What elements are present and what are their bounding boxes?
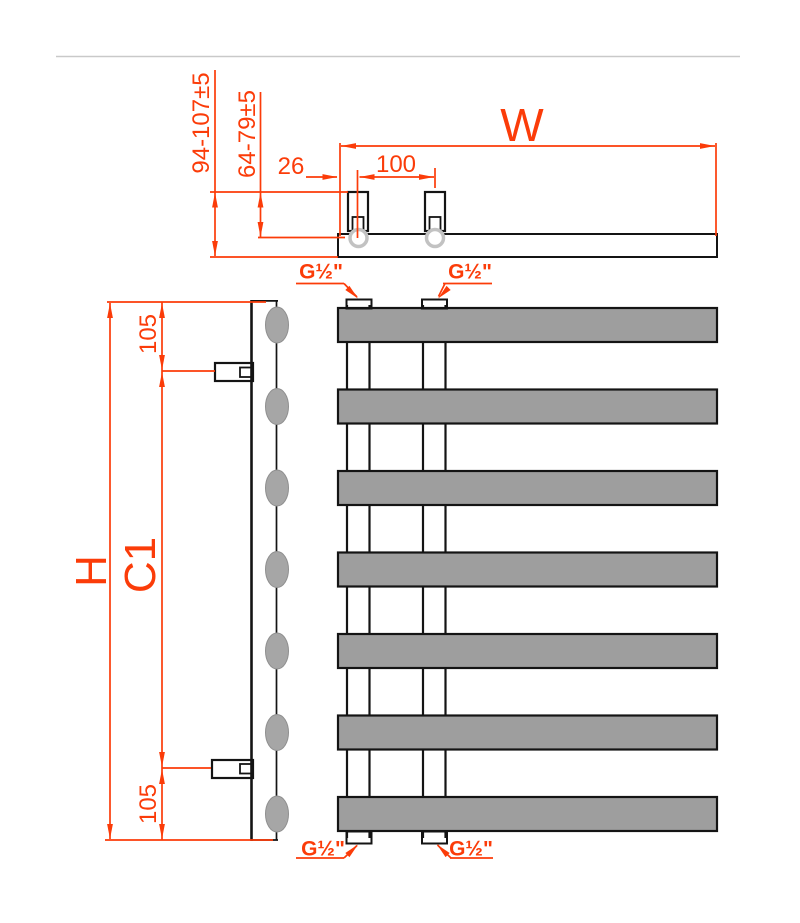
dimension-arrowhead bbox=[257, 192, 264, 208]
stub-bottom-right bbox=[421, 830, 448, 845]
bracket-top-inner bbox=[239, 366, 254, 378]
radiator-panel bbox=[336, 469, 719, 507]
dimension-arrowhead bbox=[257, 222, 264, 237]
dim-label-105-top: 105 bbox=[135, 313, 162, 355]
dim-label-100: 100 bbox=[375, 151, 417, 178]
thread-label-top-left: G½" bbox=[299, 260, 343, 284]
stub-bottom-left bbox=[345, 830, 373, 845]
dimension-arrowhead bbox=[322, 174, 338, 180]
dimension-lines bbox=[105, 70, 717, 859]
thread-label-top-right: G½" bbox=[448, 260, 492, 284]
panel-section bbox=[265, 795, 289, 833]
dim-label-64-79: 64-79±5 bbox=[234, 90, 261, 178]
side-view-panel-sections bbox=[265, 306, 289, 833]
panel-section bbox=[265, 632, 289, 670]
dimension-arrowhead bbox=[419, 174, 434, 180]
dimension-arrowhead bbox=[341, 143, 356, 149]
dimension-arrowhead bbox=[345, 844, 358, 858]
dim-label-C1: C1 bbox=[116, 536, 165, 594]
dim-label-26: 26 bbox=[277, 153, 305, 180]
dimension-arrowhead bbox=[700, 143, 715, 149]
bracket-top bbox=[213, 361, 255, 383]
dimension-arrowhead bbox=[438, 285, 451, 299]
dimension-arrowhead bbox=[107, 303, 113, 318]
thread-label-bottom-right: G½" bbox=[449, 837, 493, 861]
panel-section bbox=[265, 469, 289, 507]
radiator-panel bbox=[336, 388, 719, 425]
dim-label-W: W bbox=[500, 99, 544, 151]
valve-left-union bbox=[348, 227, 369, 249]
bracket-bottom bbox=[210, 758, 255, 780]
connection-stubs bbox=[345, 298, 448, 845]
top-view-panel bbox=[337, 233, 718, 258]
panel-section bbox=[265, 388, 289, 425]
leader-top-right bbox=[437, 283, 446, 297]
dimension-arrowhead bbox=[159, 372, 165, 387]
dimension-arrows bbox=[107, 143, 715, 858]
panel-section bbox=[265, 714, 289, 751]
dimension-arrowhead bbox=[212, 192, 218, 208]
dimension-arrowhead bbox=[159, 752, 165, 767]
valve-right-body bbox=[423, 190, 447, 233]
front-view-panels bbox=[336, 306, 719, 833]
radiator-panel bbox=[336, 306, 719, 344]
radiator-panel bbox=[336, 551, 719, 588]
panel-section bbox=[265, 306, 289, 344]
dimension-arrowhead bbox=[159, 769, 165, 784]
dim-label-105-bottom: 105 bbox=[135, 783, 162, 825]
radiator-panel bbox=[336, 795, 719, 833]
stub-top-right bbox=[421, 298, 448, 310]
dimension-arrowhead bbox=[212, 241, 218, 256]
front-view bbox=[336, 298, 719, 845]
panel-section bbox=[265, 551, 289, 588]
dim-label-94-107: 94-107±5 bbox=[188, 72, 215, 174]
thread-label-bottom-left: G½" bbox=[301, 837, 345, 861]
wall-brackets bbox=[210, 361, 255, 780]
dimension-arrowhead bbox=[437, 844, 450, 858]
dim-label-H: H bbox=[67, 555, 116, 587]
radiator-panel bbox=[336, 714, 719, 751]
side-view bbox=[210, 299, 289, 841]
dimension-arrowhead bbox=[159, 303, 165, 318]
valve-right-union bbox=[424, 227, 446, 249]
radiator-panel bbox=[336, 632, 719, 670]
dimension-arrowhead bbox=[107, 824, 113, 839]
bracket-bottom-inner bbox=[239, 763, 254, 775]
stub-top-left bbox=[345, 298, 373, 310]
dimension-arrowhead bbox=[159, 824, 165, 839]
valves bbox=[346, 190, 447, 233]
top-view bbox=[337, 190, 718, 258]
dimension-arrowhead bbox=[159, 355, 165, 370]
dimension-arrowhead bbox=[345, 285, 358, 299]
dimension-arrowhead bbox=[359, 174, 375, 180]
